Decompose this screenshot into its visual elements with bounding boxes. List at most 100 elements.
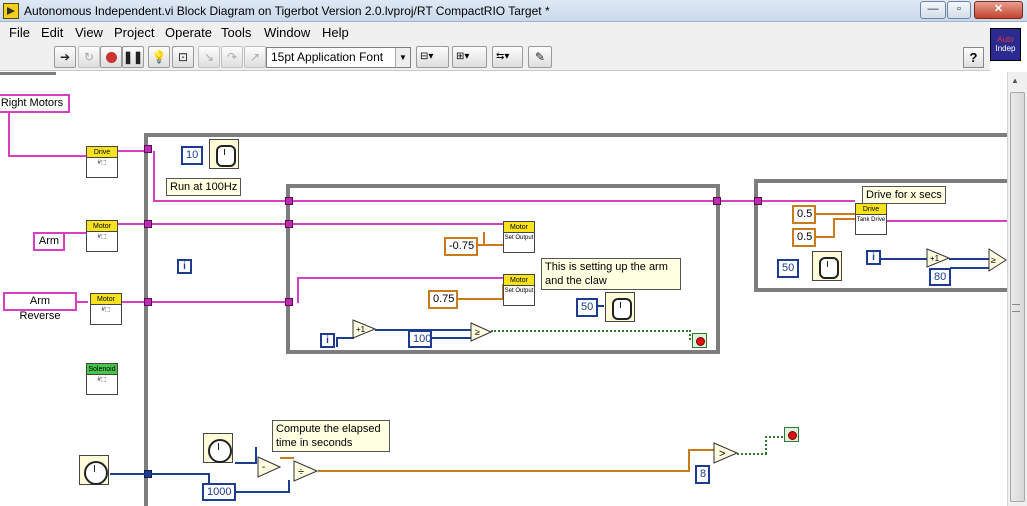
menu-bar: File Edit View Project Operate Tools Win… bbox=[0, 22, 990, 43]
maximize-button[interactable]: ▫ bbox=[947, 1, 971, 19]
arm-setup-while-loop[interactable] bbox=[286, 184, 720, 354]
refnum-wire bbox=[63, 232, 87, 234]
increment-function[interactable]: +1 bbox=[352, 319, 376, 339]
drive-count-constant[interactable]: 80 bbox=[929, 268, 951, 286]
step-into-icon[interactable]: ↘ bbox=[198, 46, 220, 68]
numeric-wire bbox=[110, 473, 146, 475]
loop-wait-constant[interactable]: 10 bbox=[181, 146, 203, 165]
greater-than-function[interactable]: > bbox=[713, 442, 738, 464]
subtract-function[interactable]: - bbox=[257, 456, 281, 478]
motor-set-output-subvi-1[interactable]: Motor Set Output bbox=[503, 221, 535, 253]
refnum-wire bbox=[118, 223, 288, 225]
highlight-execution-icon[interactable]: 💡 bbox=[148, 46, 170, 68]
tank-right-constant[interactable]: 0.5 bbox=[792, 228, 816, 247]
elapsed-time-comment-line1: Compute the elapsed bbox=[276, 423, 381, 435]
wait-ms-timer-icon[interactable] bbox=[209, 139, 239, 169]
tick-count-icon[interactable] bbox=[79, 455, 109, 485]
tick-count-icon[interactable] bbox=[203, 433, 233, 463]
arm-loop-iteration-terminal[interactable]: i bbox=[320, 333, 335, 348]
ms-per-sec-constant[interactable]: 1000 bbox=[202, 483, 236, 501]
title-bar: Autonomous Independent.vi Block Diagram … bbox=[0, 0, 1027, 22]
menu-tools[interactable]: Tools bbox=[221, 25, 252, 40]
refnum-wire bbox=[153, 200, 288, 202]
drive-while-loop[interactable] bbox=[754, 179, 1007, 292]
clean-up-diagram-icon[interactable]: ✎ bbox=[528, 46, 552, 68]
drive-increment-function[interactable]: +1 bbox=[926, 248, 950, 268]
scrollbar-thumb[interactable] bbox=[1010, 92, 1025, 502]
arm-reverse-motor-refnum-subvi[interactable]: Motor #⬚ bbox=[90, 293, 122, 325]
run-continuously-icon[interactable]: ↻ bbox=[78, 46, 100, 68]
tunnel bbox=[285, 220, 293, 228]
tank-drive-body: Tank Drive bbox=[856, 217, 886, 223]
main-loop-iteration-terminal[interactable]: i bbox=[177, 259, 192, 274]
tank-left-constant[interactable]: 0.5 bbox=[792, 205, 816, 224]
drive-loop-iteration-terminal[interactable]: i bbox=[866, 250, 881, 265]
boolean-wire bbox=[491, 330, 691, 332]
main-while-loop[interactable] bbox=[144, 133, 1007, 506]
greater-or-equal-function[interactable]: ≥ bbox=[470, 322, 492, 342]
menu-operate[interactable]: Operate bbox=[165, 25, 212, 40]
numeric-wire bbox=[336, 337, 338, 347]
refnum-icon: #⬚ bbox=[97, 377, 107, 383]
solenoid-refnum-subvi[interactable]: Solenoid #⬚ bbox=[86, 363, 118, 395]
menu-file[interactable]: File bbox=[9, 25, 30, 40]
distribute-objects-icon[interactable]: ⊞▾ bbox=[452, 46, 487, 68]
inner-count-constant[interactable]: 100 bbox=[408, 330, 432, 348]
chevron-down-icon: ▼ bbox=[395, 48, 410, 67]
block-diagram-canvas[interactable]: Right Motors Arm Arm Reverse Drive #⬚ Mo… bbox=[0, 72, 1007, 506]
main-loop-stop-terminal[interactable] bbox=[784, 427, 799, 442]
greater-than-label: > bbox=[719, 448, 725, 460]
context-help-button[interactable]: ? bbox=[963, 47, 984, 68]
refnum-wire bbox=[290, 223, 503, 225]
vi-icon-top-text: Auto bbox=[997, 35, 1014, 44]
retain-wire-values-icon[interactable]: ⊡ bbox=[172, 46, 194, 68]
scroll-up-icon[interactable]: ▲ bbox=[1011, 76, 1019, 85]
menu-view[interactable]: View bbox=[75, 25, 103, 40]
arm-reverse-control[interactable]: Arm Reverse bbox=[3, 292, 77, 322]
minimize-button[interactable]: — bbox=[920, 1, 946, 19]
elapsed-limit-constant[interactable]: 8 bbox=[695, 465, 710, 484]
drive-refnum-header: Drive bbox=[87, 147, 117, 158]
numeric-wire bbox=[336, 337, 354, 339]
arm-motor-refnum-subvi[interactable]: Motor #⬚ bbox=[86, 220, 118, 252]
align-objects-icon[interactable]: ⊟▾ bbox=[416, 46, 449, 68]
right-motors-control[interactable]: Right Motors bbox=[0, 94, 70, 113]
vi-icon-bottom-text: Indep bbox=[995, 44, 1016, 53]
close-button[interactable]: ✕ bbox=[974, 1, 1023, 19]
menu-edit[interactable]: Edit bbox=[41, 25, 64, 40]
reorder-icon[interactable]: ⇆▾ bbox=[492, 46, 523, 68]
motor-set-output-subvi-2[interactable]: Motor Set Output bbox=[503, 274, 535, 306]
refnum-icon: #⬚ bbox=[97, 160, 107, 166]
set-output-1-header: Motor bbox=[504, 222, 534, 233]
menu-window[interactable]: Window bbox=[264, 25, 311, 40]
abort-icon[interactable] bbox=[100, 46, 122, 68]
wait-ms-timer-icon[interactable] bbox=[812, 251, 842, 281]
step-over-icon[interactable]: ↷ bbox=[221, 46, 243, 68]
run-arrow-icon[interactable]: ➔ bbox=[54, 46, 76, 68]
set-output-2-constant[interactable]: 0.75 bbox=[428, 290, 458, 309]
divide-function[interactable]: ÷ bbox=[293, 460, 318, 482]
step-out-icon[interactable]: ↗ bbox=[244, 46, 266, 68]
inner-wait-constant[interactable]: 50 bbox=[576, 298, 598, 317]
vertical-scrollbar[interactable]: ▲ bbox=[1007, 72, 1027, 506]
numeric-wire bbox=[881, 258, 929, 260]
float-wire bbox=[280, 457, 294, 459]
drive-wait-constant[interactable]: 50 bbox=[777, 259, 799, 278]
arm-motor-refnum-header: Motor bbox=[87, 221, 117, 232]
set-output-1-constant[interactable]: -0.75 bbox=[444, 237, 478, 256]
elapsed-time-comment-line2: time in seconds bbox=[276, 437, 353, 449]
drive-refnum-subvi[interactable]: Drive #⬚ bbox=[86, 146, 118, 178]
numeric-wire bbox=[150, 473, 210, 475]
wait-ms-timer-icon[interactable] bbox=[605, 292, 635, 322]
drive-tank-drive-subvi[interactable]: Drive Tank Drive bbox=[855, 203, 887, 235]
menu-project[interactable]: Project bbox=[114, 25, 155, 40]
pause-icon[interactable]: ❚❚ bbox=[122, 46, 144, 68]
numeric-wire bbox=[950, 267, 990, 269]
arm-loop-stop-terminal[interactable] bbox=[692, 333, 707, 348]
menu-help[interactable]: Help bbox=[322, 25, 349, 40]
drive-greater-or-equal-function[interactable]: ≥ bbox=[988, 248, 1007, 272]
tunnel bbox=[144, 145, 152, 153]
arm-control[interactable]: Arm bbox=[33, 232, 65, 251]
font-select[interactable]: 15pt Application Font ▼ bbox=[266, 47, 411, 68]
refnum-wire bbox=[297, 277, 503, 279]
